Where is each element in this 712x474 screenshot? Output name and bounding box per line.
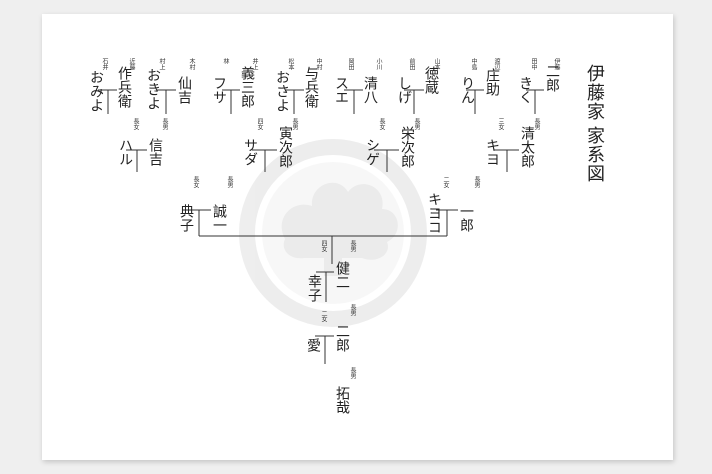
person-name: 作兵衛 [116,66,132,108]
person-name: しげ [396,76,412,104]
family-tree-sheet: 伊藤家 家系図 伊藤 二郎 田中 きく 渡辺 庄助 中島 りん 山本 徳蔵 前田… [42,14,673,460]
person-name: 二郎 [334,324,350,352]
person-label: 中島 [470,58,477,70]
relation-label: 長女 [378,118,385,130]
family-tree-lines [98,89,544,364]
person-name: 仙吉 [176,76,192,104]
relation-label: 三女 [497,118,504,130]
relation-label: 長男 [349,240,356,252]
relation-label: 長男 [349,304,356,316]
relation-label: 長男 [533,118,540,130]
person-name: 愛 [305,338,321,352]
relation-label: 二女 [442,176,449,188]
relation-label: 長女 [192,176,199,188]
person-name: 典子 [178,204,194,232]
person-name: 寅次郎 [277,126,293,168]
person-name: おみよ [88,70,104,112]
person-label: 渡辺 [493,58,500,70]
person-name: りん [459,76,475,104]
person-name: 栄次郎 [399,126,415,168]
person-label: 近藤 [128,58,135,70]
relation-label: 長女 [132,118,139,130]
family-crest-watermark [239,139,427,327]
relation-label: 二女 [320,310,327,322]
family-subtitle: 家系図 [584,126,605,183]
person-name: サダ [242,138,258,166]
relation-label: 長男 [473,176,480,188]
person-name: 二郎 [544,64,560,92]
person-label: 林 [222,58,229,64]
person-name: 健二 [334,261,350,289]
person-label: 村上 [158,58,165,70]
person-label: 小川 [375,58,382,70]
relation-label: 長男 [413,118,420,130]
person-label: 松本 [287,58,294,70]
person-name: 与兵衛 [303,66,319,108]
person-name: 義三郎 [239,66,255,108]
person-name: 清八 [362,76,378,104]
person-label: 岡田 [347,58,354,70]
relation-label: 長男 [291,118,298,130]
person-name: キヨ [484,138,500,166]
person-label: 前田 [408,58,415,70]
relation-label: 四女 [320,240,327,252]
person-name: シゲ [364,138,380,166]
person-name: 拓哉 [334,386,350,414]
person-name: ハル [117,138,133,166]
person-label: 石井 [101,58,108,70]
person-name: キヨコ [426,192,442,234]
relation-label: 長男 [349,367,356,379]
person-name: 幸子 [306,274,322,302]
person-name: 誠一 [211,204,227,232]
relation-label: 長男 [161,118,168,130]
person-label: 田中 [530,58,537,70]
person-name: 清太郎 [519,126,535,168]
person-name: おさよ [274,70,290,112]
person-name: きく [517,76,533,104]
person-name: スエ [333,76,349,104]
person-label: 山本 [433,58,440,70]
person-label: 伊藤 [553,58,560,70]
person-name: 徳蔵 [423,66,439,94]
person-name: 庄助 [484,68,500,96]
person-name: 信吉 [147,138,163,166]
person-label: 木村 [188,58,195,70]
person-label: 中村 [315,58,322,70]
relation-label: 長男 [226,176,233,188]
person-name: フサ [211,76,227,104]
relation-label: 四女 [256,118,263,130]
family-title: 伊藤家 [584,64,605,121]
family-tree-diagram [98,89,544,364]
person-name: おきよ [145,68,161,110]
person-label: 井上 [251,58,258,70]
person-name: 一郎 [458,204,474,232]
